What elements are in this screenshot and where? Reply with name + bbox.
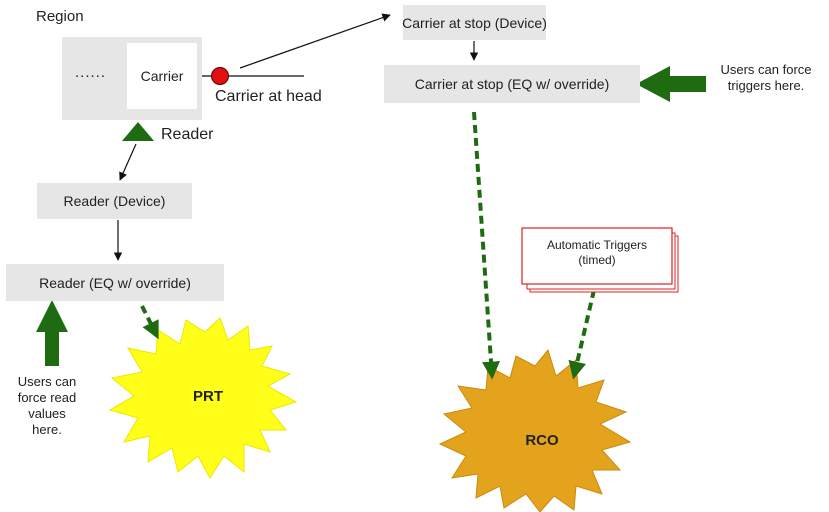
force-read-note: Users can force read values here. [4, 374, 90, 438]
dashed-arrow-carrier-eq-to-rco [472, 111, 500, 380]
carrier-at-head-label: Carrier at head [215, 88, 322, 105]
carrier-stop-device-box: Carrier at stop (Device) [402, 5, 547, 40]
carrier-label: Carrier [140, 68, 184, 84]
rco-label: RCO [525, 432, 559, 449]
auto-triggers-note: Automatic Triggers (timed) [522, 238, 672, 268]
arrow-reader-to-reader-device [119, 143, 137, 181]
reader-triangle-icon [122, 122, 154, 141]
carrier-stop-eq-box: Carrier at stop (EQ w/ override) [384, 65, 640, 103]
force-triggers-note: Users can force triggers here. [708, 62, 824, 94]
arrow-head-to-carrier-device [239, 13, 391, 69]
region-title: Region [36, 8, 84, 25]
force-triggers-line-2: triggers here. [727, 78, 805, 93]
carrier-box: Carrier [127, 43, 197, 109]
prt-label: PRT [193, 388, 223, 405]
force-read-line-1: Users can [17, 374, 77, 389]
region-dots: ...... [75, 64, 107, 81]
carrier-head-marker [211, 67, 229, 85]
force-read-line-4: here. [32, 422, 62, 437]
dashed-arrow-reader-eq-to-prt [140, 305, 159, 340]
force-read-line-2: force read [17, 390, 77, 405]
prt-burst [108, 317, 298, 479]
force-triggers-line-1: Users can force [720, 62, 812, 77]
auto-triggers-note-box [521, 227, 673, 285]
dashed-arrow-auto-triggers-to-rco [568, 289, 596, 380]
rco-burst [438, 348, 632, 512]
force-read-arrow-icon [36, 300, 68, 366]
force-triggers-arrow-icon [636, 66, 706, 102]
reader-label: Reader [161, 126, 214, 143]
reader-device-box: Reader (Device) [37, 183, 192, 219]
reader-eq-box: Reader (EQ w/ override) [6, 264, 224, 301]
auto-triggers-line-2: (timed) [578, 253, 616, 267]
auto-triggers-line-1: Automatic Triggers [546, 238, 648, 252]
force-read-line-3: values [28, 406, 66, 421]
